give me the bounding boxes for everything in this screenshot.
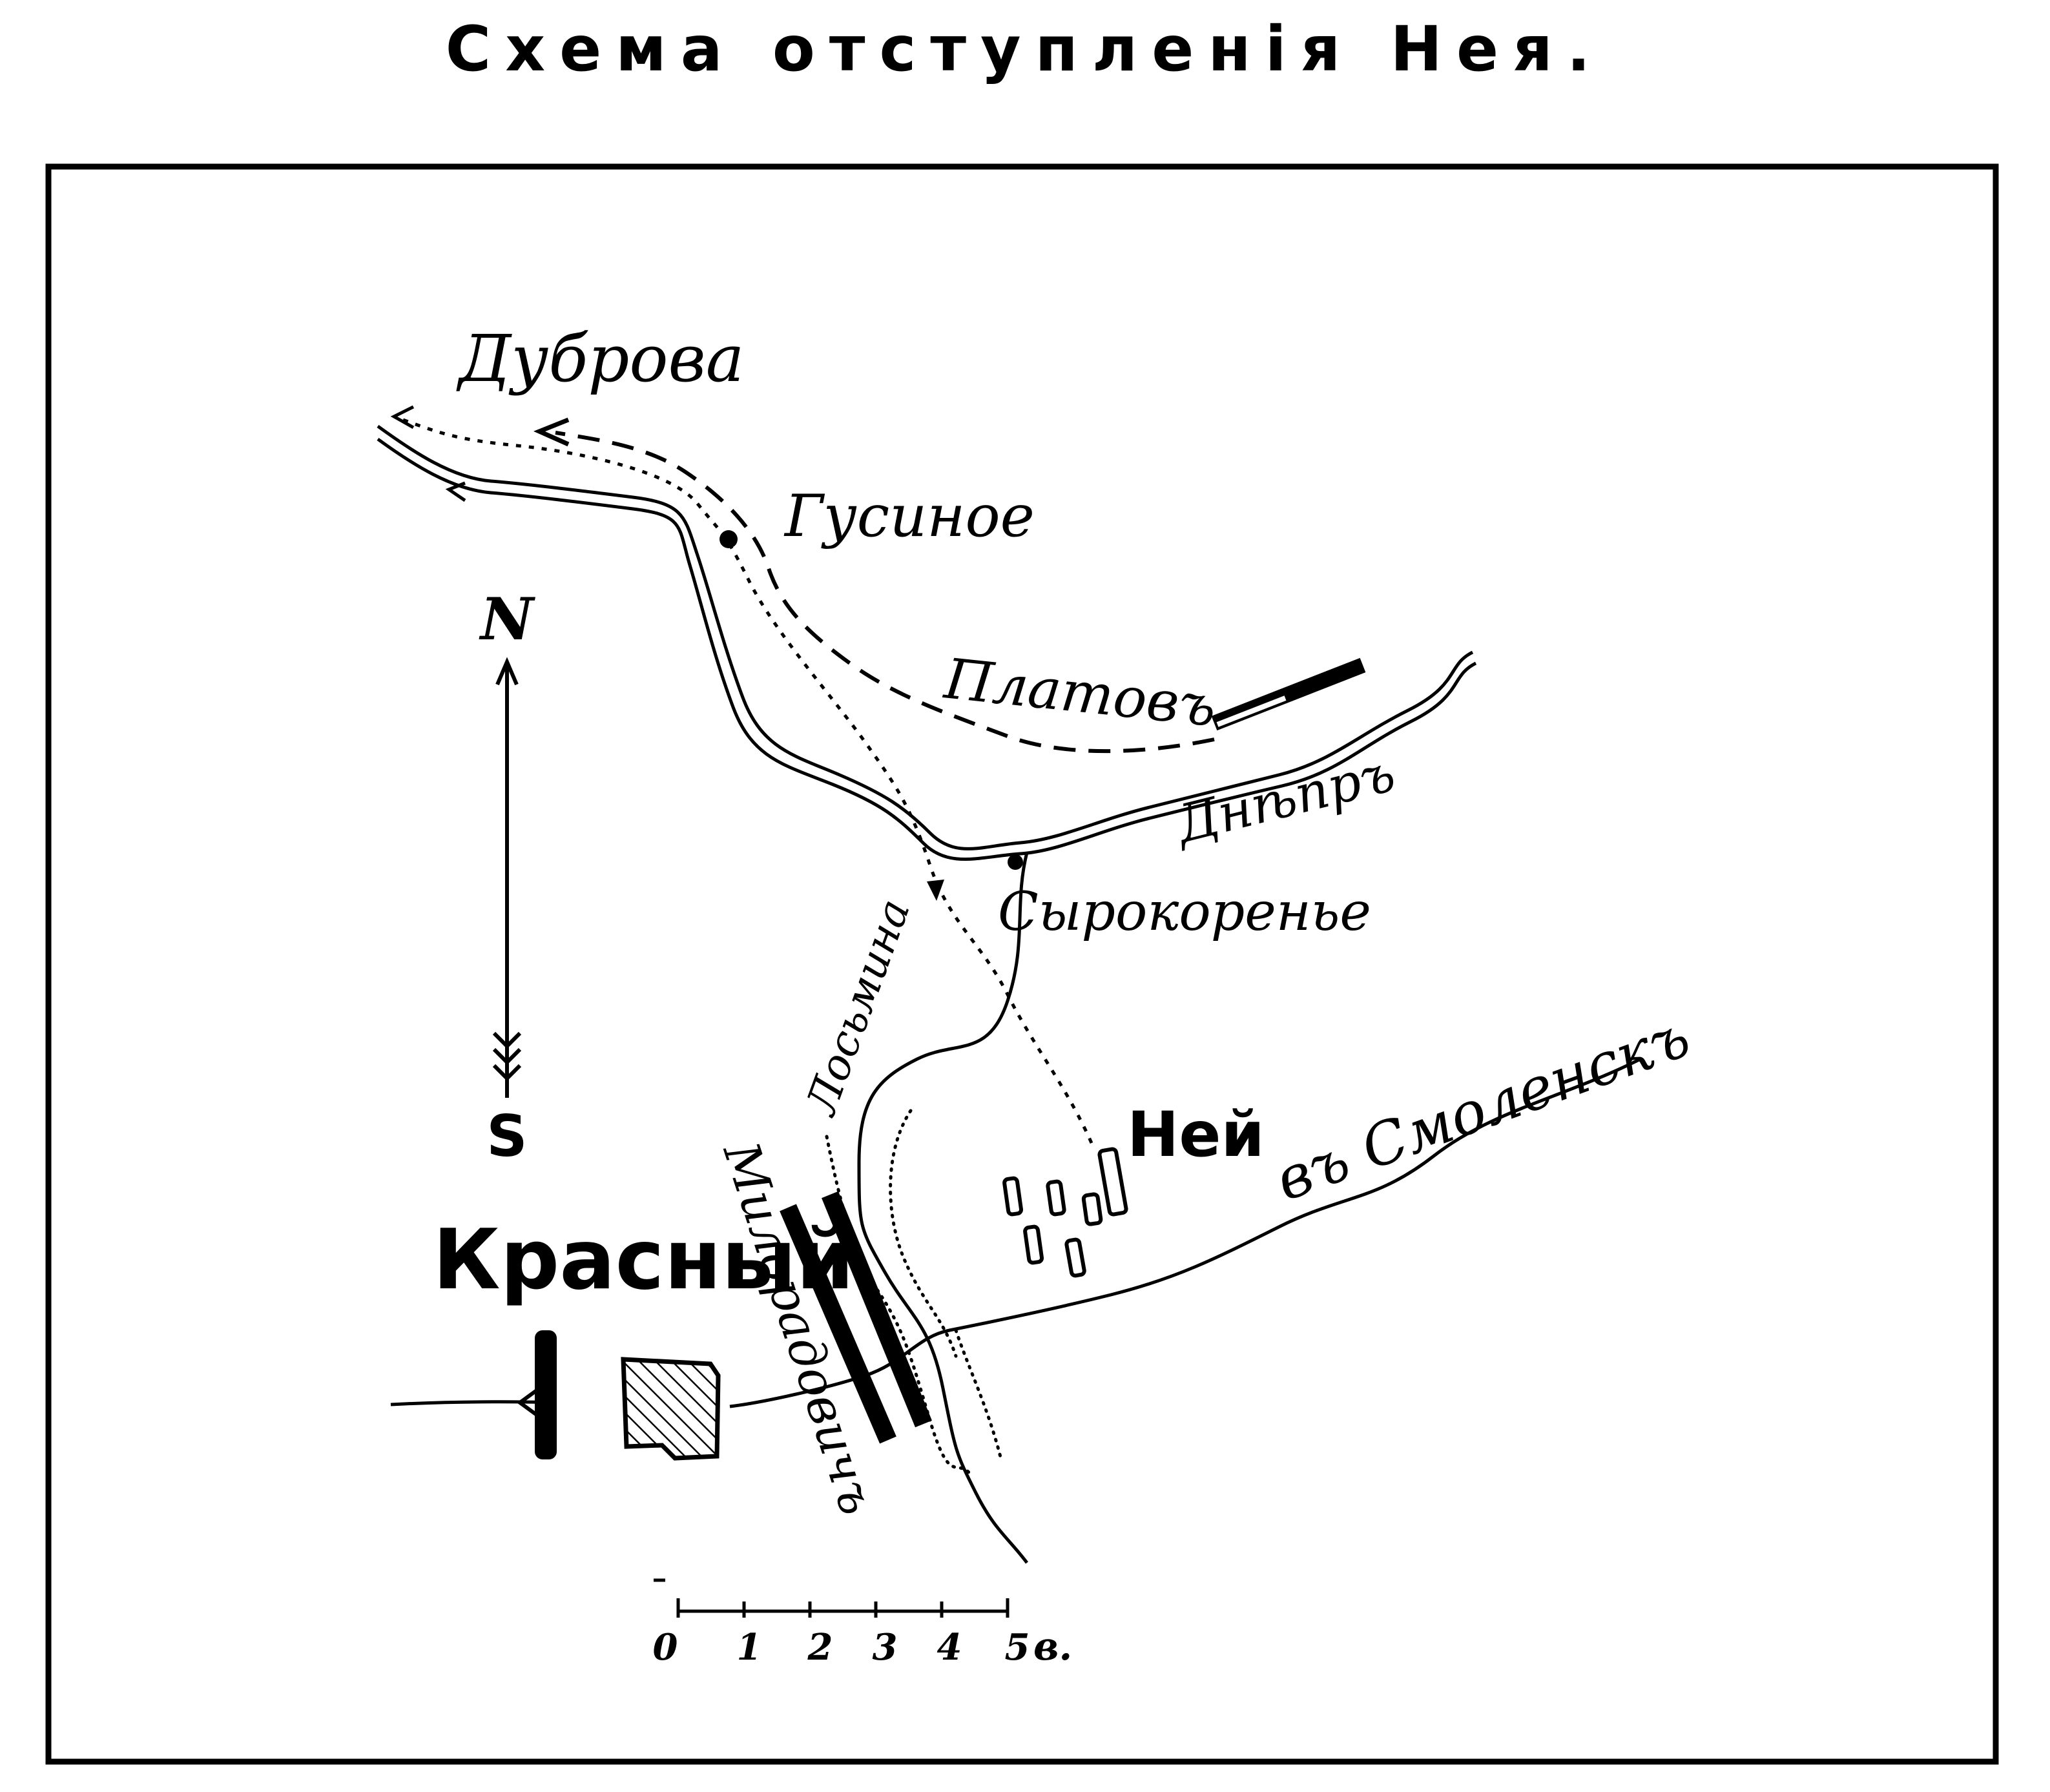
scale-tick-5: 5 xyxy=(1005,1626,1030,1669)
map-frame xyxy=(45,163,1999,1765)
ney-corps-markers xyxy=(1002,1147,1128,1278)
label-platov: Платовъ xyxy=(940,646,1219,739)
label-to-smolensk: въ Смоленскъ xyxy=(1267,1002,1699,1215)
road-arrow-west xyxy=(516,1386,541,1419)
losmina-stream xyxy=(857,852,1029,1564)
scale-unit: в. xyxy=(1033,1624,1072,1669)
scale-tick-3: 3 xyxy=(873,1626,898,1669)
label-ney: Ней xyxy=(1127,1098,1265,1171)
label-losmina: Лосьмина xyxy=(796,892,920,1122)
label-dnepr: Днѣпръ xyxy=(1168,743,1401,855)
scale-bar xyxy=(654,1578,1009,1618)
ney-route-arrow-west xyxy=(390,405,415,429)
ney-route-arrow-mid xyxy=(927,880,944,901)
page-title: Схема отступленія Нея. xyxy=(445,13,1605,85)
scale-tick-1: 1 xyxy=(737,1626,762,1669)
miloradovich-bar-1 xyxy=(780,1204,896,1444)
dnieper-river xyxy=(377,424,1477,861)
compass-north-label: N xyxy=(479,585,536,654)
gusinoe-dot xyxy=(720,530,738,548)
platov-troops xyxy=(1211,657,1366,731)
losmina-dotted-banks xyxy=(825,1109,1003,1474)
label-gusinoe: Гусиное xyxy=(783,482,1035,550)
syrokorenie-dot xyxy=(1008,854,1023,870)
krasny-block xyxy=(535,1330,557,1459)
compass-arrow xyxy=(492,657,522,1098)
platov-arrow-west xyxy=(533,417,570,447)
label-krasny: Красный xyxy=(433,1212,854,1308)
ney-retreat-route xyxy=(393,415,1093,1144)
scale-tick-2: 2 xyxy=(807,1626,833,1669)
scale-tick-4: 4 xyxy=(937,1626,962,1669)
label-syrokorenie: Сырокоренье xyxy=(998,881,1371,943)
platov-route xyxy=(555,431,1215,754)
miloradovich-bar-2 xyxy=(822,1191,932,1428)
compass-south-label: S xyxy=(486,1103,527,1169)
label-dubrova: Дуброва xyxy=(456,321,744,397)
scale-tick-0: 0 xyxy=(653,1626,678,1669)
krasny-town xyxy=(621,1357,721,1461)
river-arrow-west xyxy=(445,481,466,502)
